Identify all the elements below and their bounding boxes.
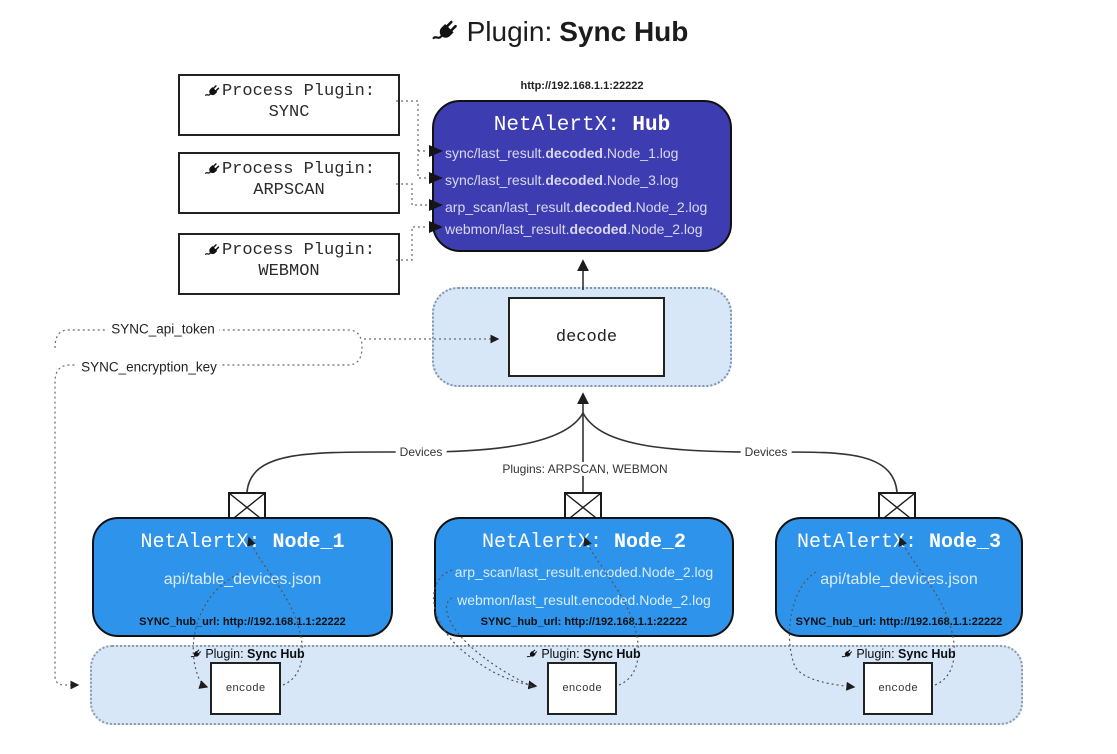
node-hub-url: SYNC_hub_url: http://192.168.1.1:22222 <box>139 616 346 628</box>
file-pre: sync/last_result. <box>445 145 546 161</box>
node-file: api/table_devices.json <box>820 571 978 588</box>
node-file: webmon/last_result.encoded.Node_2.log <box>457 592 711 608</box>
plugin-label-prefix: Plugin: <box>541 647 584 661</box>
page-title: Plugin: Sync Hub <box>0 16 1117 48</box>
plugin-label-prefix: Plugin: <box>205 647 248 661</box>
node-file: arp_scan/last_result.encoded.Node_2.log <box>454 564 714 580</box>
encode-label: encode <box>562 682 602 695</box>
hub-title-name: Hub <box>632 114 671 137</box>
encode-box: encode <box>863 662 933 715</box>
process-plugin-box-sync: Process Plugin: SYNC <box>178 74 400 136</box>
page-title-prefix: Plugin: <box>466 16 553 47</box>
plug-icon <box>203 242 221 260</box>
node-box-2: NetAlertX: Node_2 arp_scan/last_result.e… <box>434 517 734 637</box>
plugin-label-name: Sync Hub <box>583 647 641 661</box>
hub-file-row: webmon/last_result.decoded.Node_2.log <box>445 221 703 237</box>
plug-icon <box>429 17 460 48</box>
plugin-sync-hub-label: Plugin: Sync Hub <box>189 647 305 661</box>
secret-label-api-token: SYNC_api_token <box>107 321 219 337</box>
plugin-sync-hub-label: Plugin: Sync Hub <box>840 647 956 661</box>
hub-file-row: sync/last_result.decoded.Node_3.log <box>445 172 678 188</box>
edge-label-plugins: Plugins: ARPSCAN, WEBMON <box>498 462 672 476</box>
node-title-name: Node_1 <box>272 531 345 554</box>
file-bold: decoded <box>569 221 628 237</box>
node-box-1: NetAlertX: Node_1 api/table_devices.json… <box>92 517 393 637</box>
file-bold: decoded <box>545 145 603 161</box>
encode-box: encode <box>210 662 281 715</box>
hub-title-prefix: NetAlertX: <box>493 114 633 137</box>
process-plugin-box-webmon: Process Plugin: WEBMON <box>178 233 400 295</box>
plugin-label-name: Sync Hub <box>898 647 956 661</box>
edge-label-devices-left: Devices <box>395 445 447 459</box>
link-sync-plugin-to-hub <box>396 100 427 179</box>
node-title-prefix: NetAlertX: <box>140 531 273 554</box>
link-webmon-plugin-to-hub <box>396 226 427 261</box>
link-arpscan-plugin-to-hub <box>396 183 427 206</box>
hub-box: NetAlertX: Hub sync/last_result.decoded.… <box>432 100 732 252</box>
plug-icon <box>840 648 853 661</box>
encode-box: encode <box>547 662 617 715</box>
hub-url-label: http://192.168.1.1:22222 <box>520 80 644 92</box>
file-post: .Node_3.log <box>602 172 679 188</box>
plug-icon <box>189 648 202 661</box>
file-post: .Node_2.log <box>627 221 703 237</box>
node-file: api/table_devices.json <box>163 571 322 588</box>
node-title-name: Node_3 <box>929 531 1002 554</box>
node-title-name: Node_2 <box>614 531 687 554</box>
plug-icon <box>525 648 538 661</box>
process-plugin-name: SYNC <box>268 103 310 122</box>
file-bold: decoded <box>574 199 632 215</box>
edge-label-devices-right: Devices <box>740 445 792 459</box>
process-plugin-box-arpscan: Process Plugin: ARPSCAN <box>178 152 400 214</box>
node-title-prefix: NetAlertX: <box>481 531 614 554</box>
node-title: NetAlertX: Node_1 <box>94 531 391 554</box>
hub-file-row: sync/last_result.decoded.Node_1.log <box>445 145 678 161</box>
node-hub-url: SYNC_hub_url: http://192.168.1.1:22222 <box>795 616 1003 628</box>
encode-label: encode <box>225 682 266 695</box>
plugin-sync-hub-label: Plugin: Sync Hub <box>525 647 641 661</box>
encode-label: encode <box>878 682 918 695</box>
process-plugin-name: WEBMON <box>258 262 320 281</box>
process-plugin-label: Process Plugin: <box>221 82 376 101</box>
process-plugin-label: Process Plugin: <box>221 160 376 179</box>
page-title-name: Sync Hub <box>559 16 689 47</box>
file-bold: decoded <box>545 172 603 188</box>
file-pre: sync/last_result. <box>445 172 546 188</box>
file-pre: arp_scan/last_result. <box>445 199 575 215</box>
process-plugin-label: Process Plugin: <box>221 241 376 260</box>
file-post: .Node_2.log <box>631 199 708 215</box>
secret-label-encryption-key: SYNC_encryption_key <box>77 359 221 375</box>
plug-icon <box>203 161 221 179</box>
plugin-label-name: Sync Hub <box>247 647 305 661</box>
process-plugin-name: ARPSCAN <box>253 181 325 200</box>
node-box-3: NetAlertX: Node_3 api/table_devices.json… <box>775 517 1023 637</box>
plugin-label-prefix: Plugin: <box>856 647 899 661</box>
node-hub-url: SYNC_hub_url: http://192.168.1.1:22222 <box>480 616 688 628</box>
node-title: NetAlertX: Node_3 <box>777 531 1021 554</box>
file-pre: webmon/last_result. <box>445 221 570 237</box>
node-title: NetAlertX: Node_2 <box>436 531 732 554</box>
plug-icon <box>203 83 221 101</box>
file-post: .Node_1.log <box>602 145 679 161</box>
decode-box: decode <box>508 297 665 377</box>
decode-label: decode <box>555 327 618 347</box>
node-title-prefix: NetAlertX: <box>796 531 929 554</box>
hub-file-row: arp_scan/last_result.decoded.Node_2.log <box>445 199 707 215</box>
hub-title: NetAlertX: Hub <box>434 114 730 137</box>
